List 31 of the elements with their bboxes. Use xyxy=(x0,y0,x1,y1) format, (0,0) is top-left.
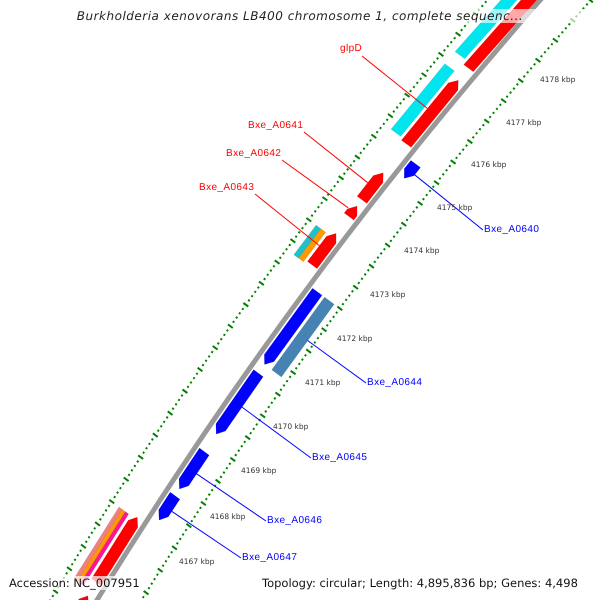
leader-line xyxy=(242,406,312,458)
gene-block xyxy=(356,172,384,204)
gene-label: Bxe_A0643 xyxy=(199,182,254,193)
gene-label: Bxe_A0644 xyxy=(367,377,422,388)
info-text: Topology: circular; Length: 4,895,836 bp; Genes: 4,498 xyxy=(262,576,578,590)
gene-label: Bxe_A0646 xyxy=(267,515,322,526)
gene-block xyxy=(264,288,322,365)
leader-line xyxy=(414,174,484,230)
gene-block xyxy=(178,448,210,490)
info-text: Accession: NC_007951 xyxy=(9,576,140,590)
gene-label: Bxe_A0641 xyxy=(248,120,304,131)
gene-label: Bxe_A0642 xyxy=(226,148,282,159)
gene-label: glpD xyxy=(340,43,362,54)
gene-block xyxy=(271,296,334,378)
leader-line xyxy=(171,510,242,558)
gene-label: Bxe_A0645 xyxy=(312,452,368,463)
leader-line xyxy=(304,132,368,184)
leader-line xyxy=(362,56,428,109)
gene-block xyxy=(307,233,336,269)
gene-block xyxy=(158,492,180,520)
gene-block xyxy=(390,64,455,137)
gene-label: Bxe_A0647 xyxy=(242,552,298,563)
gene-block xyxy=(216,369,264,434)
leader-line xyxy=(254,194,320,246)
gene-block xyxy=(401,80,459,148)
gene-block xyxy=(344,206,358,220)
leader-line xyxy=(282,160,349,208)
leader-line xyxy=(196,473,266,522)
leader-line xyxy=(307,340,366,384)
gene-block xyxy=(404,160,421,179)
gene-label: Bxe_A0640 xyxy=(484,224,540,235)
